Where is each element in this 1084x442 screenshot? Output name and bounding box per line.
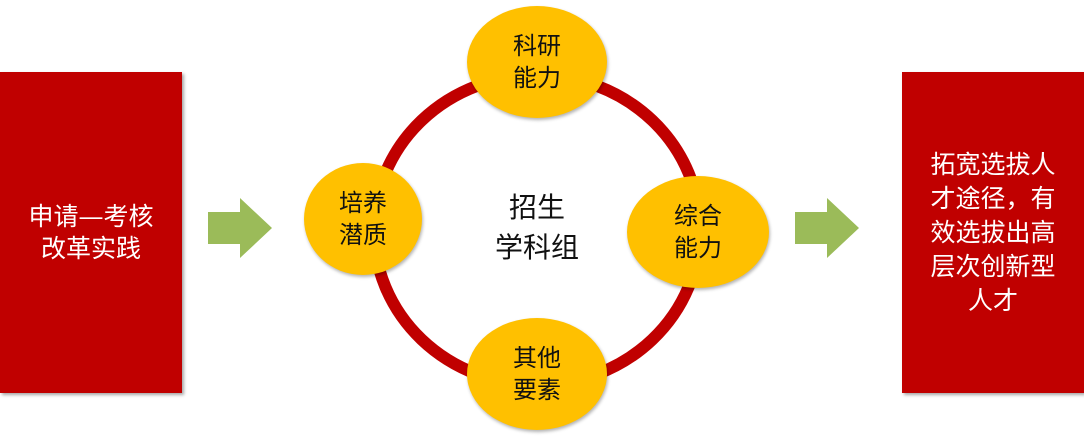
left-box-line: 申请—考核: [28, 201, 154, 231]
node-label: 能力: [513, 64, 561, 92]
node-label: 其他: [513, 344, 561, 372]
left-box-line: 改革实践: [40, 233, 141, 263]
node-label: 综合: [674, 202, 722, 230]
node-label: 潜质: [339, 221, 387, 249]
center-label-admission-group: 招生 学科组: [477, 188, 597, 268]
right-box-line: 才途径，有: [930, 183, 1056, 213]
node-other-factors: 其他 要素: [467, 318, 607, 430]
center-line: 招生: [508, 191, 565, 224]
node-label: 科研: [513, 32, 561, 60]
left-box-reform-practice: 申请—考核 改革实践: [0, 72, 182, 393]
node-research-ability: 科研 能力: [467, 6, 607, 118]
right-box-line: 拓宽选拔人: [930, 149, 1056, 179]
node-label: 能力: [674, 234, 722, 262]
center-line: 学科组: [494, 231, 579, 264]
node-cultivation-potential: 培养 潜质: [304, 163, 422, 275]
right-box-line: 效选拔出高: [930, 217, 1056, 247]
right-box-line: 人才: [967, 285, 1018, 315]
node-comprehensive-ability: 综合 能力: [627, 176, 769, 288]
node-label: 要素: [513, 376, 561, 404]
node-label: 培养: [339, 189, 387, 217]
right-box-outcome: 拓宽选拔人 才途径，有 效选拔出高 层次创新型 人才: [902, 72, 1084, 393]
right-box-line: 层次创新型: [930, 251, 1056, 281]
